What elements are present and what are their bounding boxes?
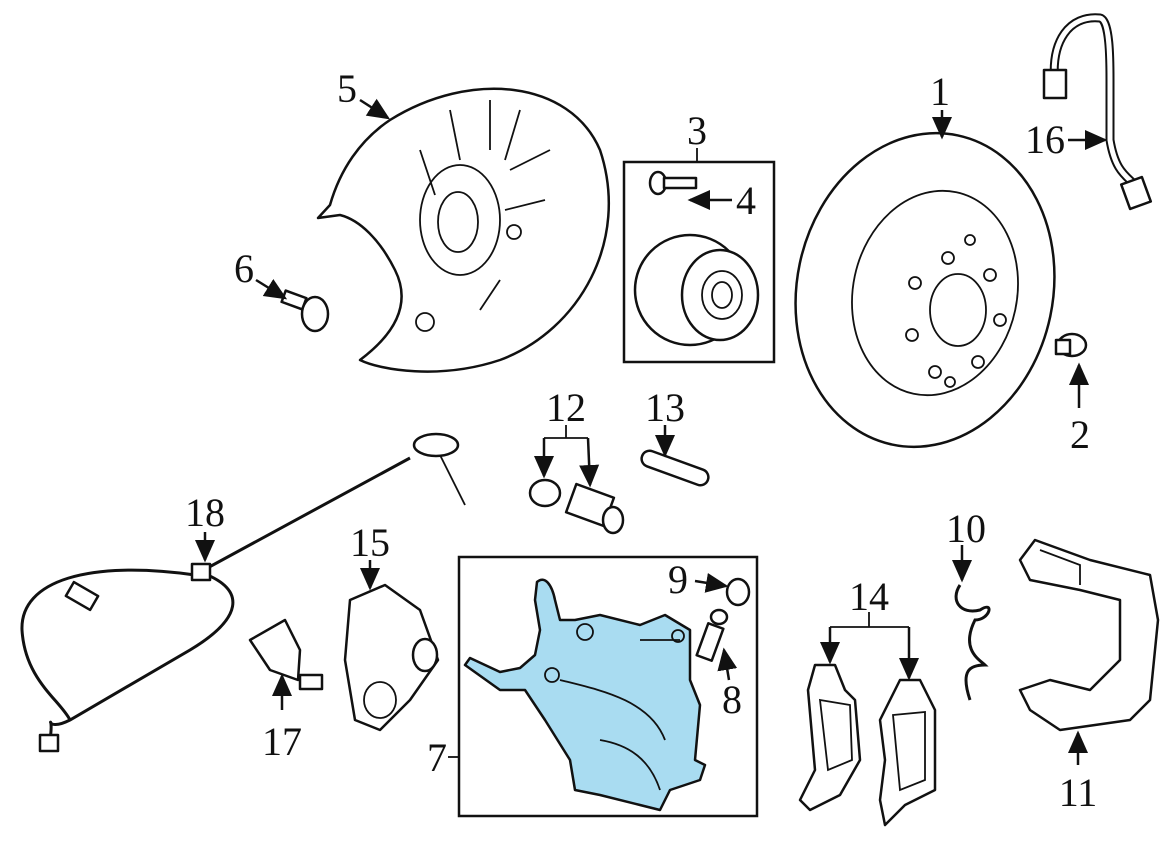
pad-spring-clip: [954, 584, 991, 701]
rotor-screw: [1054, 332, 1088, 358]
callout-11: 11: [1059, 770, 1098, 815]
hub-bearing: [633, 233, 760, 347]
callout-1: 1: [930, 69, 950, 114]
callout-leaders: [195, 98, 1108, 765]
wheel-speed-sensor: [248, 618, 324, 691]
abs-sensor-harness: [20, 432, 466, 753]
callout-15: 15: [350, 520, 390, 565]
callout-7: 7: [427, 735, 447, 780]
callout-12: 12: [546, 385, 586, 430]
caliper-bracket: [1018, 538, 1160, 732]
parking-brake-motor: [343, 583, 440, 732]
shield-bolt: [280, 289, 330, 333]
callout-17: 17: [262, 719, 302, 764]
callout-14: 14: [849, 574, 889, 619]
callout-10: 10: [946, 506, 986, 551]
callout-6: 6: [234, 246, 254, 291]
callout-9: 9: [668, 557, 688, 602]
bleeder-screw: [695, 608, 729, 662]
callout-2: 2: [1070, 412, 1090, 457]
brake-hose: [1042, 13, 1153, 211]
brake-rotor: [794, 131, 1056, 449]
dust-shield: [316, 87, 610, 373]
guide-bushings: [528, 478, 625, 535]
brake-pads: [798, 663, 937, 827]
dust-cap: [725, 577, 751, 607]
callout-5: 5: [337, 66, 357, 111]
guide-pin: [640, 449, 710, 487]
callout-3: 3: [687, 108, 707, 153]
caliper-box: [457, 555, 759, 818]
callout-4: 4: [736, 178, 756, 223]
callout-18: 18: [185, 490, 225, 535]
callout-16: 16: [1025, 117, 1065, 162]
callout-13: 13: [645, 385, 685, 430]
brake-caliper: [463, 578, 707, 812]
hub-assembly-box: [622, 160, 776, 364]
callout-8: 8: [722, 677, 742, 722]
hub-bolt: [648, 170, 698, 196]
